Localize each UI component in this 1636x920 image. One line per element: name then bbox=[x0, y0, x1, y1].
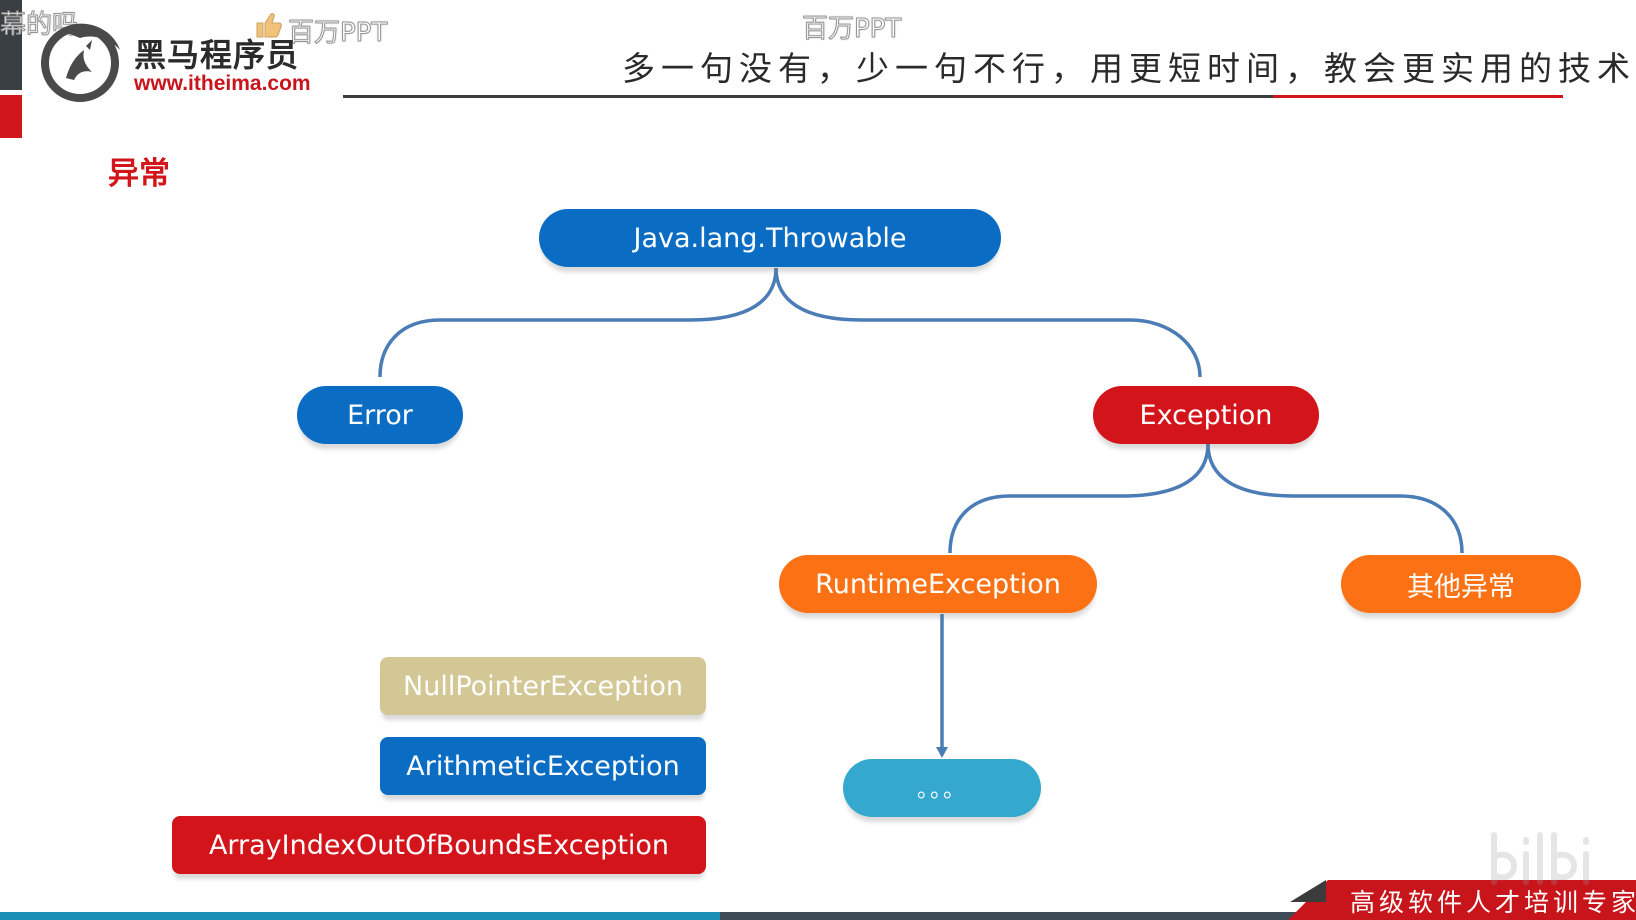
connector-exception-runtime bbox=[948, 443, 1210, 554]
node-array-index-out-of-bounds-exception: ArrayIndexOutOfBoundsException bbox=[172, 816, 706, 874]
node-other-exceptions: 其他异常 bbox=[1341, 555, 1581, 613]
node-ellipsis: 。。。 bbox=[843, 759, 1041, 817]
connector-throwable-exception bbox=[774, 267, 1202, 378]
logo-url: www.itheima.com bbox=[134, 72, 311, 95]
node-throwable: Java.lang.Throwable bbox=[539, 209, 1001, 267]
node-arithmetic-exception: ArithmeticException bbox=[380, 737, 706, 795]
video-platform-watermark-icon bbox=[1491, 832, 1589, 885]
node-runtime-exception: RuntimeException bbox=[779, 555, 1097, 613]
left-edge-red-bar bbox=[0, 95, 22, 138]
arrowhead-icon bbox=[936, 747, 948, 758]
left-edge-dark-bar bbox=[0, 0, 22, 90]
header-slogan: 多一句没有，少一句不行，用更短时间，教会更实用的技术！ bbox=[622, 49, 1636, 88]
itheima-logo-icon bbox=[41, 23, 120, 102]
footer-bar bbox=[0, 912, 1636, 920]
node-null-pointer-exception: NullPointerException bbox=[380, 657, 706, 715]
header-divider-dark bbox=[343, 95, 1273, 98]
footer-slogan: 高级软件人才培训专家 bbox=[1350, 888, 1636, 917]
node-exception: Exception bbox=[1093, 386, 1319, 444]
connector-exception-other bbox=[1206, 443, 1464, 554]
connector-throwable-error bbox=[378, 267, 778, 378]
ppt-watermark-badge: 百万PPT bbox=[287, 18, 388, 49]
node-error: Error bbox=[297, 386, 463, 444]
footer-bar-accent bbox=[0, 912, 720, 920]
footer-banner bbox=[1288, 880, 1636, 920]
logo-title: 黑马程序员 bbox=[134, 36, 300, 74]
ppt-watermark-badge: 百万PPT bbox=[801, 14, 902, 45]
section-title: 异常 bbox=[108, 156, 170, 192]
header-divider-red bbox=[1273, 95, 1563, 98]
thumbs-up-icon bbox=[256, 13, 282, 38]
